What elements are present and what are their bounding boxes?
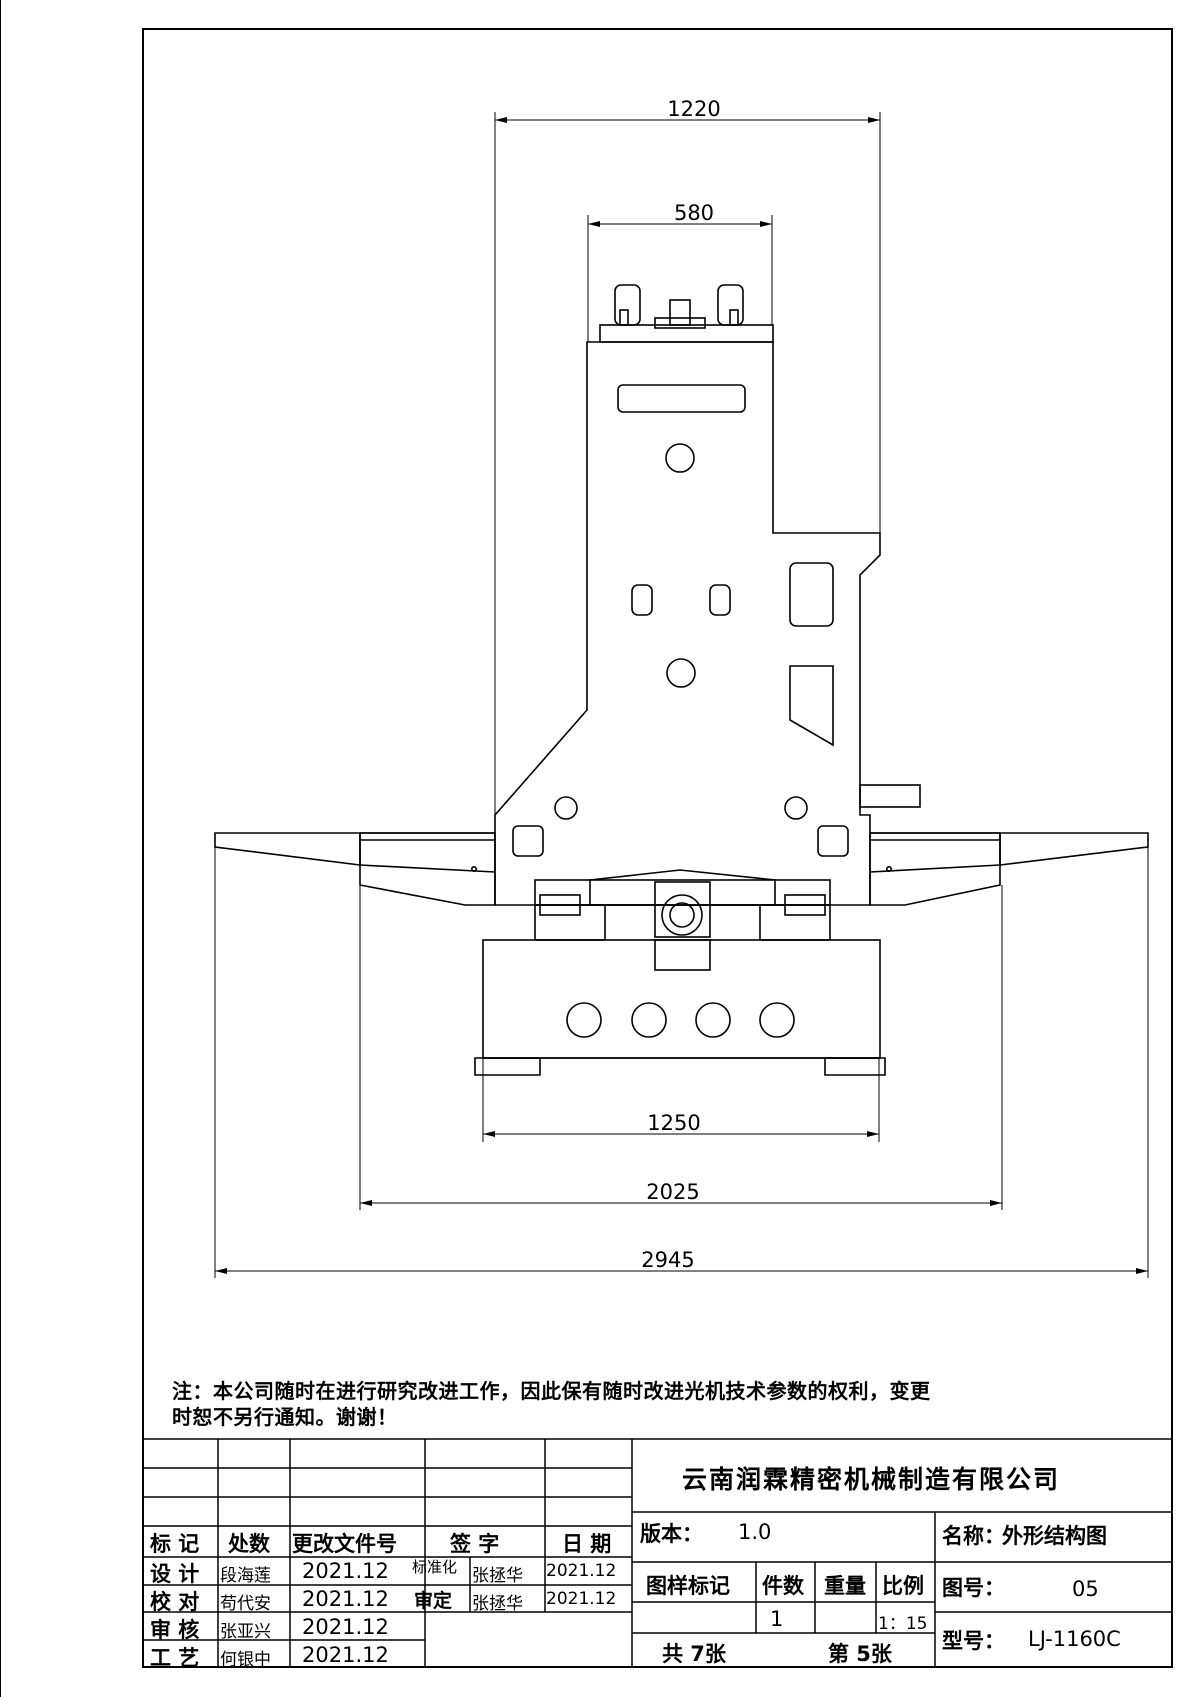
row-name-check: 苟代安 [220,1594,271,1614]
standardization-label: 标准化 [412,1558,458,1576]
title-block-grid [142,1438,1173,1668]
dimension-arrows [215,117,1148,1274]
model-value: LJ-1160C [1028,1627,1121,1651]
header-change-doc: 更改文件号 [292,1532,397,1556]
approval-date: 2021.12 [546,1589,617,1609]
dimension-lines [214,112,1149,1278]
machine-column-view [214,284,1149,1076]
quantity-header: 件数 [762,1574,804,1598]
row-role-process: 工 艺 [150,1646,200,1670]
name-value: 外形结构图 [1002,1524,1107,1548]
drawing-no-label: 图号： [942,1576,1005,1600]
dimension-1250: 1250 [647,1111,700,1135]
scale-value: 1：15 [878,1614,928,1634]
disclaimer-note: 注：本公司随时在进行研究改进工作，因此保有随时改进光机技术参数的权利，变更 时恕… [172,1378,1162,1430]
quantity-value: 1 [770,1607,784,1631]
row-date-process: 2021.12 [302,1643,389,1667]
header-date: 日 期 [562,1532,612,1556]
company-name: 云南润霖精密机械制造有限公司 [682,1465,1061,1494]
version-value: 1.0 [738,1520,772,1544]
row-role-check: 校 对 [150,1590,200,1614]
row-date-check: 2021.12 [302,1587,389,1611]
model-label: 型号： [942,1629,1005,1653]
header-mark: 标 记 [150,1532,200,1556]
row-name-design: 段海莲 [220,1566,271,1586]
standardization-name: 张拯华 [472,1566,523,1586]
row-name-process: 何银中 [220,1650,271,1670]
version-label: 版本： [640,1522,703,1546]
dimension-2025: 2025 [646,1180,699,1204]
weight-header: 重量 [824,1574,866,1598]
header-signature: 签 字 [450,1532,500,1556]
dimension-580: 580 [674,201,714,225]
dimension-2945: 2945 [641,1248,694,1272]
dimension-1220: 1220 [667,97,720,121]
note-line-2: 时恕不另行通知。谢谢！ [172,1405,398,1429]
approval-name: 张拯华 [472,1594,523,1614]
name-label: 名称： [942,1524,1005,1548]
sheet-number: 第 5张 [828,1642,892,1666]
row-role-review: 审 核 [150,1618,200,1642]
row-date-review: 2021.12 [302,1615,389,1639]
note-line-1: 注：本公司随时在进行研究改进工作，因此保有随时改进光机技术参数的权利，变更 [172,1379,931,1403]
drawing-no-value: 05 [1072,1577,1099,1601]
row-date-design: 2021.12 [302,1559,389,1583]
standardization-date: 2021.12 [546,1561,617,1581]
header-places: 处数 [228,1532,270,1556]
row-role-design: 设 计 [150,1562,200,1586]
scale-header: 比例 [882,1574,924,1598]
sample-mark-header: 图样标记 [646,1574,730,1598]
row-name-review: 张亚兴 [220,1622,271,1642]
total-sheets: 共 7张 [662,1642,726,1666]
approval-label: 审定 [414,1590,453,1612]
